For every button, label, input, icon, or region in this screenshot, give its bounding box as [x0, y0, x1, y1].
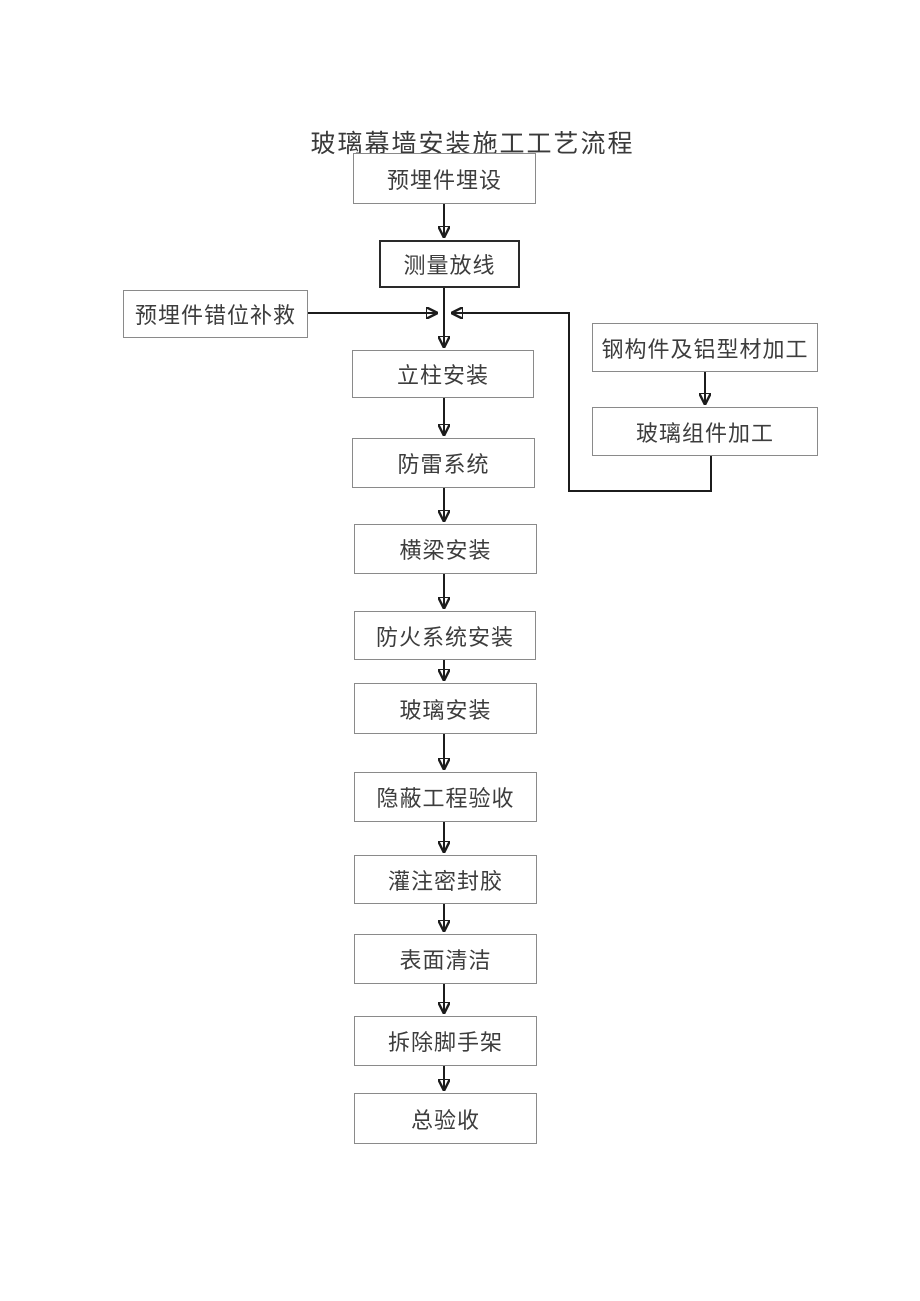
arrow-right-branch-junction	[453, 313, 712, 492]
flow-step-sealant-injection: 灌注密封胶	[354, 855, 537, 904]
flow-step-glass-install: 玻璃安装	[354, 683, 537, 734]
flow-step-hidden-works-acceptance: 隐蔽工程验收	[354, 772, 537, 822]
flow-step-beam-install: 横梁安装	[354, 524, 537, 574]
flow-step-scaffold-removal: 拆除脚手架	[354, 1016, 537, 1066]
flow-step-measure-setout: 测量放线	[379, 240, 520, 288]
flow-step-final-acceptance: 总验收	[354, 1093, 537, 1144]
flow-step-fireproof-system: 防火系统安装	[354, 611, 536, 660]
flow-box-misalignment-remedy: 预埋件错位补救	[123, 290, 308, 338]
flow-box-steel-aluminum-processing: 钢构件及铝型材加工	[592, 323, 818, 372]
flow-step-surface-cleaning: 表面清洁	[354, 934, 537, 984]
flow-step-embedded-parts: 预埋件埋设	[353, 153, 536, 204]
flow-step-column-install: 立柱安装	[352, 350, 534, 398]
flow-step-lightning-system: 防雷系统	[352, 438, 535, 488]
flow-box-glass-component-processing: 玻璃组件加工	[592, 407, 818, 456]
